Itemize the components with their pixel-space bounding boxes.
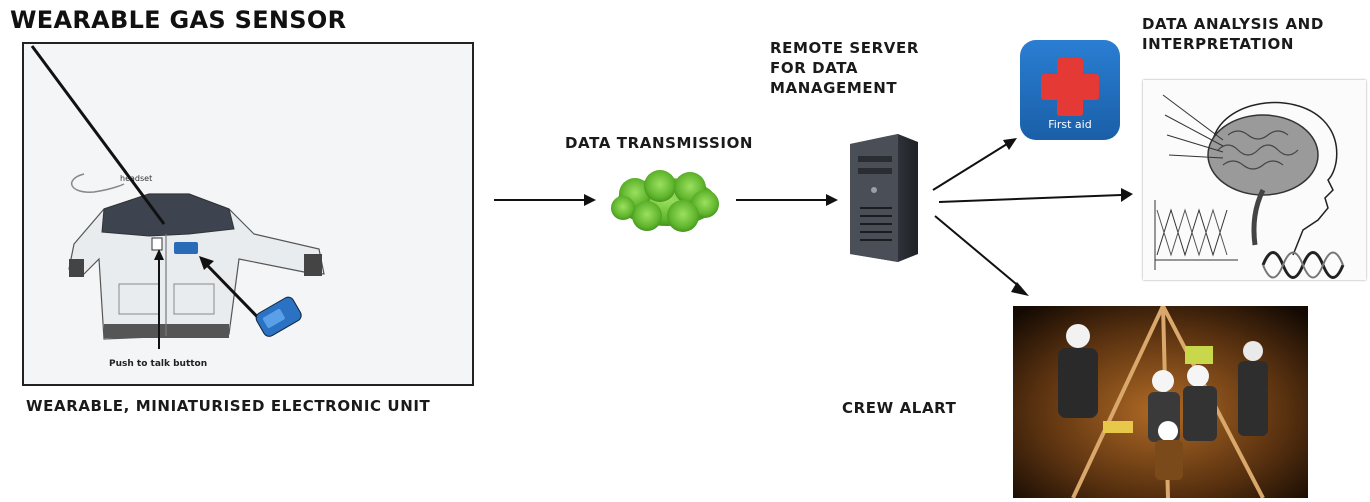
server-output-arrows (932, 138, 1133, 296)
headset-label: headset (120, 174, 152, 183)
arrow-to-first-aid (932, 143, 1008, 191)
crew-rescue-photo (1013, 306, 1308, 498)
wearable-unit-image: headset Push to talk button (22, 42, 474, 386)
diagram-title: WEARABLE GAS SENSOR (10, 6, 347, 34)
first-aid-icon: First aid (1020, 40, 1120, 140)
first-aid-label: First aid (1048, 118, 1092, 131)
arrow-to-analysis (938, 194, 1122, 203)
brain-analysis-image (1143, 80, 1366, 280)
arrow-to-server (736, 194, 838, 206)
arrow-to-transmission (494, 194, 596, 206)
server-tower-icon (850, 134, 918, 262)
crew-scene (1013, 306, 1308, 498)
brain-illustration (1143, 80, 1366, 280)
crew-alert-label: CREW ALART (842, 399, 957, 417)
push-button-label: Push to talk button (109, 359, 207, 369)
wearable-unit-label: WEARABLE, MINIATURISED ELECTRONIC UNIT (26, 397, 431, 415)
red-cross-icon (1041, 58, 1099, 116)
transmission-cloud-icon (611, 170, 719, 232)
server-label: REMOTE SERVER FOR DATA MANAGEMENT (770, 39, 919, 97)
analysis-label: DATA ANALYSIS AND INTERPRETATION (1142, 15, 1324, 53)
arrow-to-crew (934, 215, 1022, 289)
jacket-illustration: headset Push to talk button (24, 44, 472, 384)
transmission-label: DATA TRANSMISSION (565, 134, 754, 152)
